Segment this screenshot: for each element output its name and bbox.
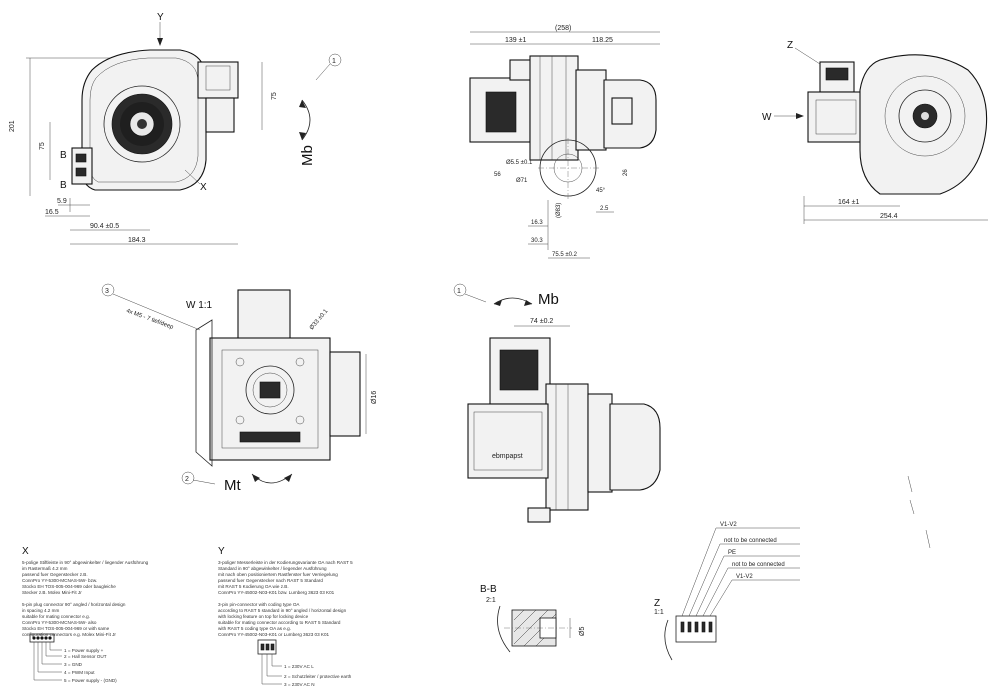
dim-75-5: 75.5 ±0.2 (552, 252, 578, 258)
note-x-line-12: configuration connectors e.g. Molex Mini… (22, 632, 116, 637)
dim-90-4: 90.4 ±0.5 (90, 223, 119, 230)
note-y-line-5: ConnPro YY-45002-N03-K01 bzw. Lumberg 36… (218, 590, 335, 595)
callout-1b: 1 (457, 288, 461, 295)
note-y-line-3: passend fuer Gegenstecker nach RAST 5 St… (218, 578, 323, 583)
bottom-center-view: 1 Mb 74 ±0.2 ebmpapst (453, 283, 661, 523)
note-y-title: Y (218, 546, 225, 557)
dim-258: (258) (555, 25, 571, 32)
dim-164: 164 ±1 (838, 199, 859, 206)
dim-d5-5: Ø5.5 ±0.1 (506, 160, 533, 166)
dim-75-right: 75 (271, 92, 278, 100)
note-y-line-1: Standard in 90° abgewinkelter / liegende… (218, 566, 327, 571)
note-y-line-12: ConnPro YY-45002-N03-K01 or Lumberg 3623… (218, 632, 330, 637)
note-x-line-2: passend fuer Gegenstecker z.B. (22, 572, 88, 577)
callout-3-note: 4x M5 - 7 tief/deep (125, 308, 174, 331)
dim-16-3: 16.3 (531, 220, 543, 226)
pin-x-3: 3 = GND (64, 662, 83, 667)
note-x: X 5-polige Stiftleiste in 90° abgewinkel… (22, 546, 149, 683)
view-w-title: W 1:1 (186, 300, 213, 311)
moment-mb-label: Mb (299, 145, 316, 166)
dim-201: 201 (9, 120, 16, 132)
note-x-line-4: Stocko EH TOS-005-004-969 oder baugleich… (22, 584, 116, 589)
dim-5-9: 5.9 (57, 198, 67, 205)
note-x-line-9: suitable for mating connector e.g. (22, 614, 90, 619)
rear-view: Z W 164 ±1 254.4 (762, 40, 988, 224)
note-y-line-2: mit nach oben positioniertem Rastfenster… (218, 572, 338, 577)
note-y-line-11: with RAST 5 coding type OA as e.g. (218, 626, 291, 631)
note-y-line-8: according to RAST 5 standard in 90° angl… (218, 608, 347, 613)
section-b-top: B (60, 150, 67, 161)
dim-d83: (Ø83) (556, 203, 562, 218)
edge-marks (907, 475, 931, 549)
pin-y-3: 3 = 230V AC N (284, 682, 315, 687)
brand-label: ebmpapst (492, 453, 523, 460)
section-bb: B-B 2:1 Ø5 (480, 584, 586, 653)
dim-26: 26 (623, 169, 629, 176)
pin-x-4: 4 = PWM Input (64, 670, 95, 675)
note-y: Y 3-poliger Messerleiste in der Kodierun… (218, 546, 353, 687)
view-w: W 1:1 3 4x M5 - 7 tief/deep Ø16 Ø33 ±0.1… (101, 283, 378, 494)
note-x-line-10: ConnPro YY-5300-MCNAS-5W- also (22, 620, 97, 625)
side-view: (258) 139 ±1 118.25 Ø5.5 ±0.1 Ø71 56 45°… (469, 25, 660, 259)
pin-y-2: 2 = Schutzleiter / protective earth (284, 674, 352, 679)
dim-56: 56 (494, 172, 501, 178)
dim-118-25: 118.25 (592, 37, 613, 44)
section-b-bottom: B (60, 180, 67, 191)
axis-y-label: Y (157, 12, 164, 23)
pin-x-2: 2 = Hall Sensor OUT (64, 654, 107, 659)
callout-3: 3 (105, 288, 109, 295)
dim-angle-45: 45° (596, 188, 606, 194)
note-y-line-4: mit RAST 5 Kodierung OA wie z.B. (218, 584, 289, 589)
note-x-line-5: Stecker z.B. Molex Mini-Fit Jr (22, 590, 82, 595)
dim-184-3: 184.3 (128, 237, 146, 244)
detail-z-title: Z (654, 598, 660, 609)
note-y-line-7: 3-pin pin-connector with coding type OA (218, 602, 300, 607)
note-x-line-7: 5-pin plug connector 90° angled / horizo… (22, 602, 126, 607)
section-bb-dim: Ø5 (579, 627, 586, 636)
note-x-line-11: Stocko EH TOS-005-004-969 or with same (22, 626, 110, 631)
dim-16-5: 16.5 (45, 209, 59, 216)
dim-74: 74 ±0.2 (530, 318, 553, 325)
note-y-line-9: with locking feature on top for locking … (218, 614, 309, 619)
pin-z-3: PE (728, 550, 736, 556)
detail-z-scale: 1:1 (654, 609, 664, 616)
pin-z-1: V1-V2 (720, 522, 737, 528)
dim-2-5: 2.5 (600, 206, 609, 212)
note-x-line-1: im Rastermaß 4.2 mm (22, 566, 68, 571)
moment-mb-1: 1 Mb (299, 53, 342, 166)
dim-d71: Ø71 (516, 178, 528, 184)
pin-y-1: 1 = 230V AC L (284, 664, 314, 669)
pin-z-5: V1-V2 (736, 574, 753, 580)
pin-x-1: 1 = Power supply + (64, 648, 104, 653)
dim-139: 139 ±1 (505, 37, 526, 44)
label-z: Z (787, 40, 793, 51)
note-x-line-8: in spacing 4.2 mm (22, 608, 59, 613)
pin-x-5: 5 = Power supply - (GND) (64, 678, 117, 683)
callout-2: 2 (185, 476, 189, 483)
note-y-line-0: 3-poliger Messerleiste in der Kodierungs… (218, 560, 353, 565)
label-w: W (762, 112, 772, 123)
callout-1: 1 (332, 58, 336, 65)
pin-z-2: not to be connected (724, 538, 777, 544)
pin-z-4: not to be connected (732, 562, 785, 568)
moment-mt-label: Mt (224, 477, 241, 494)
note-y-line-10: suitable for mating connector according … (218, 620, 341, 625)
note-x-title: X (22, 546, 29, 557)
dim-75-left: 75 (39, 142, 46, 150)
note-x-line-3: ConnPro YY-5300-MCNAS-5W- bzw. (22, 578, 97, 583)
section-bb-title: B-B (480, 584, 497, 595)
dim-d33: Ø33 ±0.1 (309, 308, 330, 331)
moment-mb-2-label: Mb (538, 291, 559, 308)
dim-254-4: 254.4 (880, 213, 898, 220)
note-x-line-0: 5-polige Stiftleiste in 90° abgewinkelte… (22, 560, 149, 565)
detail-z: Z 1:1 V1-V2 not to be connected PE not t… (654, 522, 800, 661)
dim-d16: Ø16 (371, 391, 378, 404)
dim-30-3: 30.3 (531, 238, 543, 244)
marker-x: X (200, 182, 207, 193)
section-bb-scale: 2:1 (486, 597, 496, 604)
front-view: Y 201 75 75 5.9 16.5 90.4 ±0.5 184.3 (9, 12, 278, 245)
